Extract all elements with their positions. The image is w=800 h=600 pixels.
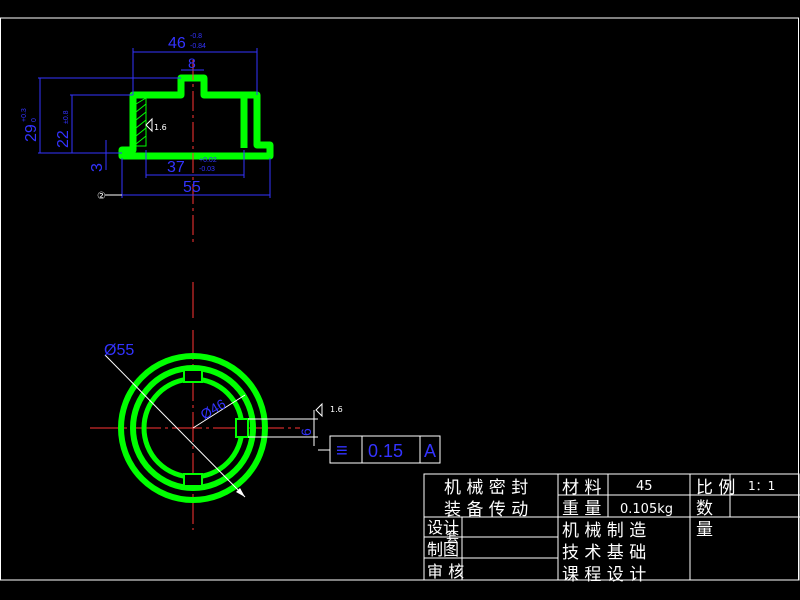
dim-inner-bore: 37 xyxy=(167,159,185,176)
roughness-right: 1.6 xyxy=(330,405,343,414)
title-weight-label: 重 量 xyxy=(562,499,601,519)
dim-top-width: 46 xyxy=(168,35,186,52)
tolerance-value: 0.15 xyxy=(368,441,403,461)
dim-flange-thickness: 3 xyxy=(89,163,106,172)
title-reviewer-label: 审 核 xyxy=(427,562,464,581)
dim-slot-width: 8 xyxy=(188,55,196,71)
dim-plan-dia46: Ø46 xyxy=(198,395,229,422)
title-designer-label: 设计 xyxy=(427,518,459,537)
outer-ring xyxy=(118,353,268,503)
dim-height-total: 29 xyxy=(23,124,40,142)
tolerance-datum: A xyxy=(424,441,436,461)
tolerance-frame: ≡ 0.15 A xyxy=(329,435,441,464)
dim-height-inner: 22 xyxy=(55,130,72,148)
section-outline xyxy=(118,74,274,160)
title-scale-label: 比 例 xyxy=(696,478,735,498)
dim-top-width-tol-lower: -0.84 xyxy=(190,43,206,50)
title-material-label: 材 料 xyxy=(562,478,601,498)
dim-height-total-tol2: 0 xyxy=(31,118,38,122)
title-part-name-line1: 机 械 密 封 xyxy=(444,478,528,498)
title-block xyxy=(423,473,800,581)
title-course-line1: 机 械 制 造 xyxy=(562,521,646,541)
tolerance-symbol: ≡ xyxy=(336,440,348,462)
dim-plan-dia55: Ø55 xyxy=(104,342,134,359)
title-quantity-label: 数 xyxy=(696,499,713,519)
section-hatching xyxy=(135,97,147,147)
dim-inner-bore-tol-upper: +0.02 xyxy=(199,157,217,164)
title-quantity-label2: 量 xyxy=(696,520,713,540)
title-weight-value: 0.105kg xyxy=(620,502,673,517)
title-drafter-label: 制图 xyxy=(427,540,459,559)
middle-ring xyxy=(130,365,256,491)
roughness-inner: 1.6 xyxy=(154,123,167,132)
plan-view: Ø55 Ø46 6 1.6 ≡ 0.15 A xyxy=(90,282,441,530)
section-view: 46 -0.8 -0.84 8 29 +0.3 0 22 ±0.8 3 1.6 … xyxy=(21,33,274,245)
title-part-name-line2: 装 备 传 动 xyxy=(444,500,528,520)
title-course-line3: 课 程 设 计 xyxy=(562,565,646,585)
title-designer-suffix: 套 xyxy=(446,529,459,545)
dim-top-width-tol-upper: -0.8 xyxy=(190,33,202,40)
dim-outer-diameter: 55 xyxy=(183,179,201,196)
dim-height-total-tol: +0.3 xyxy=(21,108,28,122)
dim-height-inner-tol: ±0.8 xyxy=(63,110,70,124)
datum-marker: ② xyxy=(97,191,106,202)
dim-slot-depth: 6 xyxy=(298,428,314,436)
title-scale-value: 1：1 xyxy=(748,479,775,493)
ring-slots xyxy=(183,369,249,487)
title-course-line2: 技 术 基 础 xyxy=(562,543,646,563)
dim-inner-bore-tol-lower: -0.03 xyxy=(199,166,215,173)
drawing-border xyxy=(0,17,799,581)
title-material-value: 45 xyxy=(636,479,653,494)
